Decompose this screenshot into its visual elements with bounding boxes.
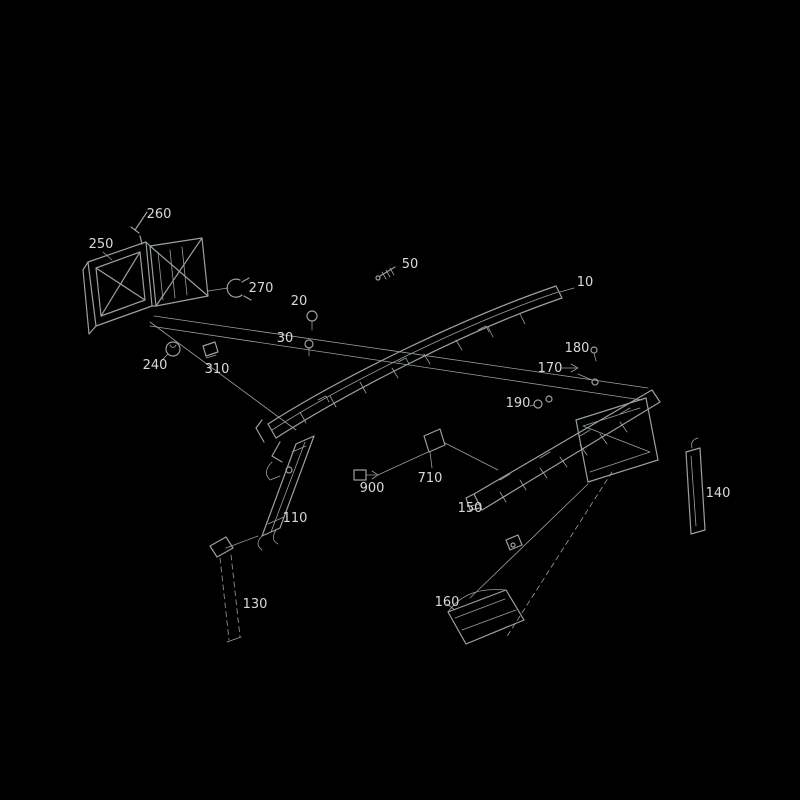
part-label-20: 20 [291,294,308,309]
part-label-50: 50 [402,257,419,272]
pin-260-art [130,211,148,245]
diagram-artwork [82,211,706,645]
fastener-30-art [304,339,314,357]
part-label-190: 190 [506,396,531,411]
part-label-150: 150 [458,501,483,516]
arrow-icon [561,363,599,386]
cockpit-support-assembly [465,389,661,511]
bracket-310-art [202,341,219,359]
grommet-240-art [160,341,181,362]
alignment-lines [149,315,649,431]
bracket-710-art [423,428,499,471]
duct-110-art [257,435,315,551]
part-label-130: 130 [243,597,268,612]
duct-housing-assembly [82,237,209,335]
connector-900-art [353,451,429,481]
part-label-170: 170 [538,361,563,376]
part-label-10: 10 [577,275,594,290]
part-label-310: 310 [205,362,230,377]
bolts-190-art [529,395,553,409]
bolt-180-art [590,346,598,362]
strip-140-art [685,437,706,535]
clip-270-art [207,277,252,301]
part-label-260: 260 [147,207,172,222]
part-label-710: 710 [418,471,443,486]
bracket-130-art [209,535,259,643]
support-panel [575,397,659,483]
fastener-20-art [306,310,318,331]
part-label-900: 900 [360,481,385,496]
bracket-160-art [446,589,525,645]
part-label-270: 270 [249,281,274,296]
part-label-250: 250 [89,237,114,252]
part-label-110: 110 [283,511,308,526]
part-label-140: 140 [706,486,731,501]
part-label-180: 180 [565,341,590,356]
lower-leader-lines [469,471,613,639]
part-label-160: 160 [435,595,460,610]
screw-50-art [375,266,396,281]
part-labels: 260 250 270 240 310 50 20 30 10 180 170 … [89,207,731,612]
part-label-240: 240 [143,358,168,373]
crossmember-beam [255,285,575,481]
part-label-30: 30 [277,331,294,346]
